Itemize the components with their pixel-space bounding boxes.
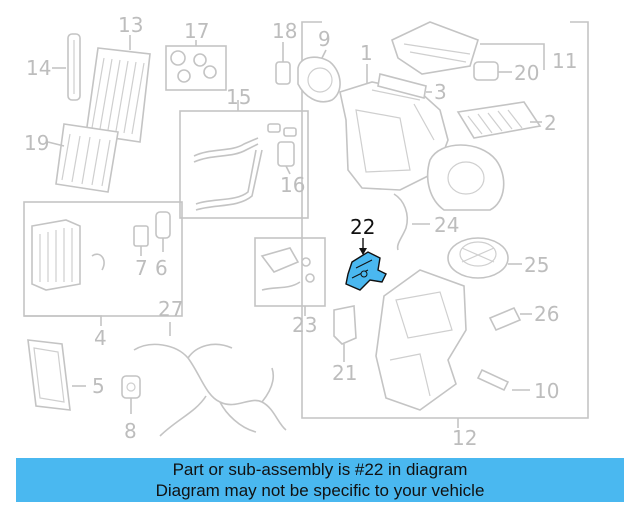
callout-1: 1 xyxy=(360,41,373,65)
callout-13: 13 xyxy=(118,13,143,37)
callout-11: 11 xyxy=(552,49,577,73)
callout-5: 5 xyxy=(92,374,105,398)
callout-12: 12 xyxy=(452,426,477,450)
frame-4 xyxy=(23,201,183,326)
callout-10: 10 xyxy=(534,379,559,403)
callout-18: 18 xyxy=(272,19,297,43)
banner-line-1: Part or sub-assembly is #22 in diagram xyxy=(172,460,468,479)
banner-background xyxy=(16,458,624,502)
callout-14: 14 xyxy=(26,56,51,80)
callout-4: 4 xyxy=(94,326,107,350)
part-4-evaporator xyxy=(31,219,105,291)
callout-15: 15 xyxy=(226,85,251,109)
info-banner: Part or sub-assembly is #22 in diagram D… xyxy=(16,458,624,502)
callout-19: 19 xyxy=(24,131,49,155)
callout-3: 3 xyxy=(434,80,447,104)
part-16-fitting xyxy=(277,141,295,175)
part-15-lines xyxy=(193,100,297,211)
callout-8: 8 xyxy=(124,419,137,443)
callout-labels: 13 14 17 18 9 1 11 20 3 15 2 19 16 22 24… xyxy=(24,13,577,450)
blower-housing xyxy=(426,144,505,211)
part-5-gasket xyxy=(27,339,86,411)
part-19-core xyxy=(47,123,119,193)
callout-25: 25 xyxy=(524,253,549,277)
part-11-housing xyxy=(391,21,545,75)
callout-2: 2 xyxy=(544,111,557,135)
callout-27: 27 xyxy=(158,297,183,321)
banner-line-2: Diagram may not be specific to your vehi… xyxy=(155,481,485,500)
part-6-sensor xyxy=(155,211,171,252)
callout-17: 17 xyxy=(184,19,209,43)
callout-23: 23 xyxy=(292,313,317,337)
part-17-fittings xyxy=(165,40,227,91)
callout-9: 9 xyxy=(318,27,331,51)
callout-16: 16 xyxy=(280,173,305,197)
part-25-blower-motor xyxy=(447,237,522,279)
part-24-hose xyxy=(393,193,430,251)
part-7-clip xyxy=(133,225,149,256)
frame-12 xyxy=(301,21,589,428)
part-27-harness xyxy=(133,322,287,437)
frame-23 xyxy=(254,237,326,316)
part-10-sensor xyxy=(476,368,530,392)
callout-7: 7 xyxy=(135,256,148,280)
frame-15 xyxy=(179,110,309,219)
part-26-seal xyxy=(488,306,532,332)
part-8-clip xyxy=(121,375,141,414)
callout-6: 6 xyxy=(155,256,168,280)
part-2-filter xyxy=(456,101,542,139)
callout-20: 20 xyxy=(514,61,539,85)
lower-case xyxy=(375,269,467,411)
part-18-sensor xyxy=(275,42,291,85)
part-23-brackets xyxy=(260,247,315,291)
callout-26: 26 xyxy=(534,302,559,326)
callout-21: 21 xyxy=(332,361,357,385)
part-3-actuator xyxy=(377,73,432,99)
callout-22: 22 xyxy=(350,215,375,239)
part-14-bracket xyxy=(52,33,81,101)
part-21-bracket xyxy=(333,305,357,362)
part-9-flange xyxy=(297,49,341,103)
part-20-motor xyxy=(473,61,512,81)
part-22-highlighted xyxy=(345,238,387,291)
callout-24: 24 xyxy=(434,213,459,237)
part-13-heater-core xyxy=(85,35,151,143)
